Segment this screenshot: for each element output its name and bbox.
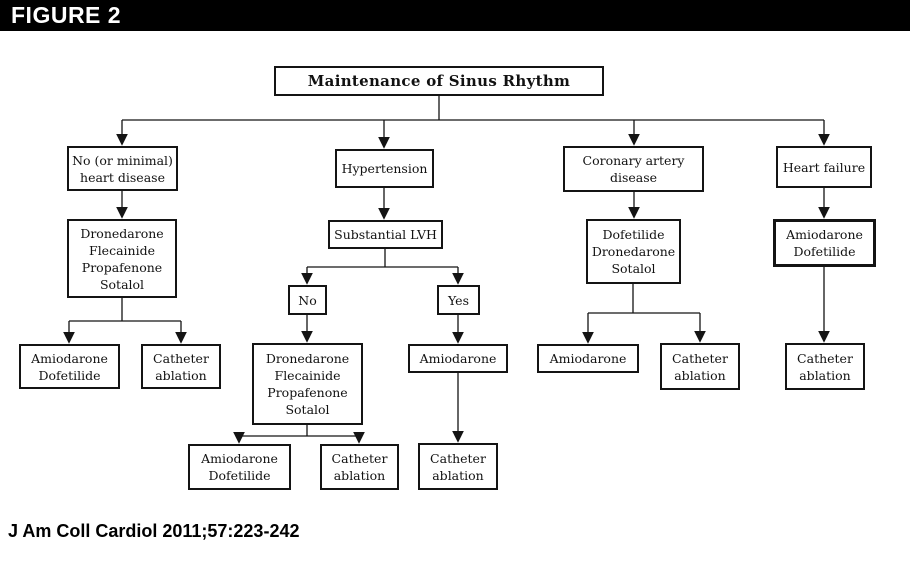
node-heart-failure: Heart failure <box>776 146 872 188</box>
node-hf-amiodarone-dofetilide: Amiodarone Dofetilide <box>773 219 876 267</box>
node-no-heart-disease: No (or minimal) heart disease <box>67 146 178 191</box>
node-cad-amiodarone: Amiodarone <box>537 344 639 373</box>
node-cad-catheter-ablation: Catheter ablation <box>660 343 740 390</box>
node-lvh-yes-catheter-ablation: Catheter ablation <box>418 443 498 490</box>
node-hf-catheter-ablation: Catheter ablation <box>785 343 865 390</box>
figure-label: FIGURE 2 <box>11 2 122 28</box>
node-lvh-yes-amiodarone: Amiodarone <box>408 344 508 373</box>
figure-header-bar: FIGURE 2 <box>0 0 910 31</box>
node-coronary-artery-disease: Coronary artery disease <box>563 146 704 192</box>
node-lvh-no-catheter-ablation: Catheter ablation <box>320 444 399 490</box>
citation-text: J Am Coll Cardiol 2011;57:223-242 <box>8 521 300 541</box>
node-lvh-yes: Yes <box>437 285 480 315</box>
node-cad-drugs: Dofetilide Dronedarone Sotalol <box>586 219 681 284</box>
node-nhd-drugs: Dronedarone Flecainide Propafenone Sotal… <box>67 219 177 298</box>
node-substantial-lvh: Substantial LVH <box>328 220 443 249</box>
node-lvh-no: No <box>288 285 327 315</box>
node-hypertension: Hypertension <box>335 149 434 188</box>
node-lvh-no-amiodarone-dofetilide: Amiodarone Dofetilide <box>188 444 291 490</box>
node-maintenance-of-sinus-rhythm: Maintenance of Sinus Rhythm <box>274 66 604 96</box>
node-nhd-catheter-ablation: Catheter ablation <box>141 344 221 389</box>
node-lvh-no-drugs: Dronedarone Flecainide Propafenone Sotal… <box>252 343 363 425</box>
node-nhd-amiodarone-dofetilide: Amiodarone Dofetilide <box>19 344 120 389</box>
